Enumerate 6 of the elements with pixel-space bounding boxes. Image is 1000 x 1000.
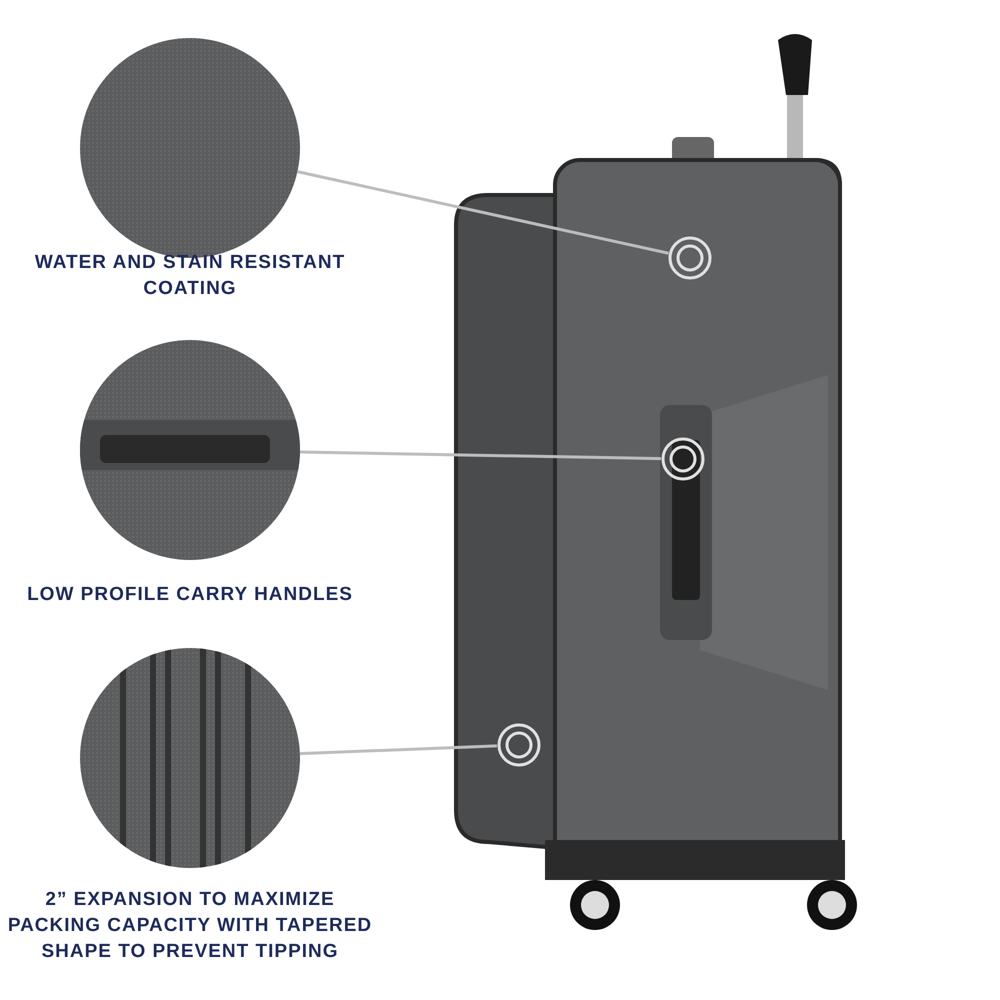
leader-line [300,450,662,460]
leader-line [300,744,498,756]
feature-caption: LOW PROFILE CARRY HANDLES [26,583,354,607]
leader-line [297,170,669,255]
feature-caption: WATER AND STAIN RESISTANT COATING [34,251,346,301]
feature-caption: 2” EXPANSION TO MAXIMIZE PACKING CAPACITY WITH TAPERED SHAPE TO PREVENT TIPPING [6,888,374,964]
